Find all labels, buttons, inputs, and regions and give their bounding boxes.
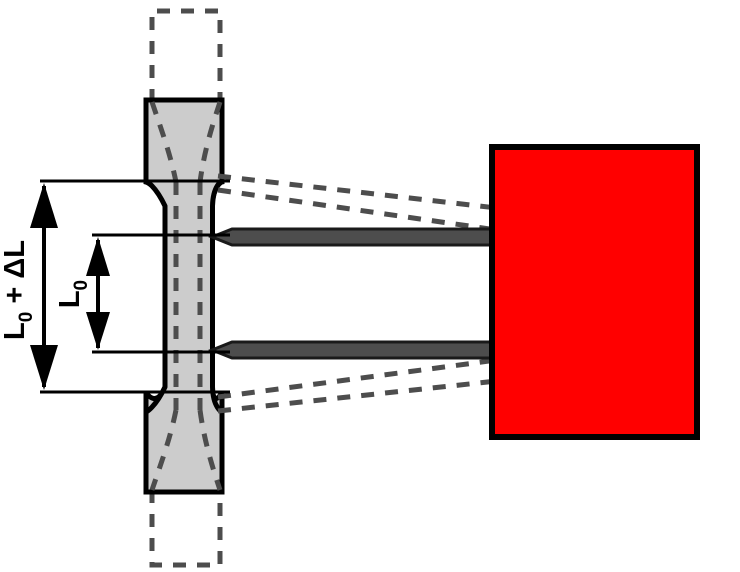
label-total-op: [0, 304, 31, 312]
dimension-total-length: L0 + ΔL: [0, 179, 230, 394]
extensometer-arm-lower: [207, 340, 499, 360]
specimen-profile: [143, 97, 225, 495]
deformed-specimen-outline: [149, 8, 223, 568]
guide-upper-b: [217, 187, 498, 233]
label-total-space2: [0, 279, 31, 287]
label-gauge-length: L0: [54, 280, 92, 308]
necked-wall-bottom-left: [149, 409, 179, 491]
guide-upper-a: [217, 173, 498, 211]
dimension-gauge-length: L0: [54, 233, 230, 354]
deformed-grip-top: [149, 8, 223, 102]
arrowhead-inner-bottom: [86, 312, 110, 350]
label-total-length: L0 + ΔL: [0, 240, 37, 340]
necked-wall-top-left: [149, 101, 179, 183]
label-total-sub: 0: [16, 312, 37, 323]
arrowhead-inner-top: [86, 237, 110, 276]
deformed-inner-profile: [149, 101, 223, 491]
label-gauge-sub: 0: [71, 280, 92, 291]
label-total-delta: ΔL: [0, 240, 31, 279]
arrowhead-outer-bottom: [30, 345, 58, 390]
necked-wall-bottom-right: [197, 409, 223, 491]
guide-lower-a: [217, 357, 498, 400]
deformed-grip-bottom: [149, 490, 223, 568]
extensometer-body: [489, 144, 700, 440]
label-gauge-L: L: [54, 290, 86, 308]
extensometer-arm-upper: [207, 227, 499, 247]
tensile-specimen: [143, 97, 225, 495]
displaced-arm-guides: [217, 173, 498, 414]
arrowhead-outer-top: [30, 183, 58, 228]
label-total-L: L: [0, 322, 31, 340]
label-total-operator: +: [0, 287, 31, 304]
necked-wall-top-right: [197, 101, 223, 183]
guide-lower-b: [217, 378, 498, 414]
extensometer-arms: [207, 227, 499, 360]
